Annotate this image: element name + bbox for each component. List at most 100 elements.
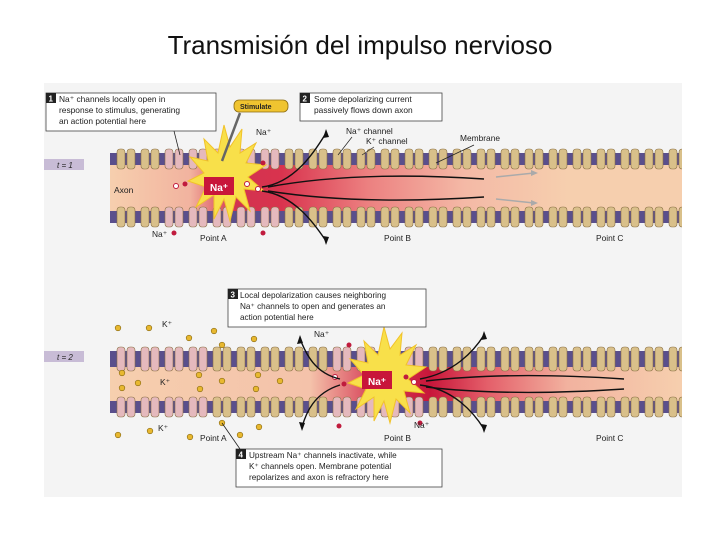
na-label-bg-t2 — [362, 371, 392, 389]
k-channel — [428, 206, 438, 228]
na-channel — [116, 396, 126, 418]
na-channel — [126, 396, 136, 418]
k-channel — [140, 206, 150, 228]
k-channel — [606, 346, 616, 372]
na-outside-label-t1: Na⁺ — [256, 127, 271, 137]
k-channel — [654, 346, 664, 372]
na-ion — [411, 379, 417, 385]
na-inside-label-t1: Na⁺ — [210, 183, 228, 194]
k-channel — [356, 206, 366, 228]
k-channel — [644, 396, 654, 418]
na-ion — [417, 420, 423, 426]
callout-3-line-1: Local depolarization causes neighboring — [240, 291, 387, 300]
k-channel — [620, 148, 630, 170]
na-ion — [182, 181, 188, 187]
axon-diagram-figure: Na⁺ Stimulate 1 Na⁺ channels locally ope… — [44, 83, 688, 497]
k-channel — [150, 148, 160, 170]
k-channel — [246, 396, 256, 418]
callout-3-line-2: Na⁺ channels to open and generates an — [240, 302, 386, 311]
na-below-label-t1: Na⁺ — [152, 229, 167, 239]
k-channel — [284, 346, 294, 372]
k-channel-label: K⁺ channel — [366, 136, 408, 146]
k-channel — [548, 148, 558, 170]
k-channel — [654, 148, 664, 170]
time-label-bg-t2 — [44, 351, 84, 362]
k-channel — [668, 396, 678, 418]
callout-2-line-1: Some depolarizing current — [314, 94, 412, 104]
na-ion — [171, 230, 177, 236]
k-channel — [548, 396, 558, 418]
k-channel — [414, 148, 424, 170]
k-channel — [678, 346, 688, 372]
k-channel — [596, 346, 606, 372]
k-label-lower: K⁺ — [158, 423, 168, 433]
k-channel — [284, 396, 294, 418]
na-ion — [244, 181, 250, 187]
k-label-middle: K⁺ — [160, 377, 170, 387]
k-channel — [558, 346, 568, 372]
k-channel — [572, 148, 582, 170]
axon-label: Axon — [114, 185, 134, 195]
callout-1-line-2: response to stimulus, generating — [59, 105, 180, 115]
axon-cytoplasm-t1 — [110, 165, 682, 211]
k-channel — [510, 396, 520, 418]
k-channel — [452, 346, 462, 372]
point-c-label-t2: Point C — [596, 433, 623, 443]
k-channel — [678, 148, 688, 170]
k-channel — [558, 206, 568, 228]
na-ion — [260, 160, 266, 166]
callout-1-line-1: Na⁺ channels locally open in — [59, 94, 166, 104]
na-channel — [126, 346, 136, 372]
k-channel — [150, 206, 160, 228]
k-channel — [644, 346, 654, 372]
point-b-label-t1: Point B — [384, 233, 411, 243]
na-channel — [332, 396, 342, 418]
point-c-label-t1: Point C — [596, 233, 623, 243]
k-channel — [308, 206, 318, 228]
k-channel — [500, 396, 510, 418]
na-channel — [150, 396, 160, 418]
k-channel — [572, 206, 582, 228]
k-channel — [500, 346, 510, 372]
stimulate-label-box — [233, 99, 289, 113]
k-channel — [284, 148, 294, 170]
k-channel — [548, 206, 558, 228]
callout-1-number-bg — [46, 93, 56, 103]
na-channel — [150, 346, 160, 372]
na-channel — [198, 206, 208, 228]
k-channel — [572, 346, 582, 372]
k-channel — [500, 206, 510, 228]
k-channel — [476, 346, 486, 372]
na-outside-label-t2: Na⁺ — [314, 329, 329, 339]
callout-3-number: 3 — [231, 291, 236, 300]
na-channel — [198, 346, 208, 372]
k-channel — [308, 148, 318, 170]
k-channel — [126, 206, 136, 228]
k-channel — [452, 206, 462, 228]
k-channel — [222, 346, 232, 372]
time-label-t1: t = 1 — [57, 161, 73, 170]
k-channel — [318, 206, 328, 228]
na-channel — [164, 148, 174, 170]
k-channel — [486, 396, 496, 418]
callout-3-line-3: action potential here — [240, 313, 314, 322]
callout-2-box — [299, 92, 443, 122]
k-channel — [366, 148, 376, 170]
k-channel — [404, 206, 414, 228]
callout-1-leader — [173, 130, 181, 156]
k-channel — [524, 206, 534, 228]
k-channel — [366, 206, 376, 228]
callout-2-line-2: passively flows down axon — [314, 105, 413, 115]
k-channel — [414, 206, 424, 228]
callout-1-box — [45, 92, 217, 132]
na-channel — [188, 346, 198, 372]
k-channel — [668, 148, 678, 170]
k-channel — [332, 206, 342, 228]
k-channel — [462, 206, 472, 228]
na-channel — [246, 206, 256, 228]
arrowheads-t1 — [323, 129, 538, 245]
k-channel — [212, 396, 222, 418]
k-channel — [294, 206, 304, 228]
k-channel — [294, 396, 304, 418]
k-channel — [476, 206, 486, 228]
